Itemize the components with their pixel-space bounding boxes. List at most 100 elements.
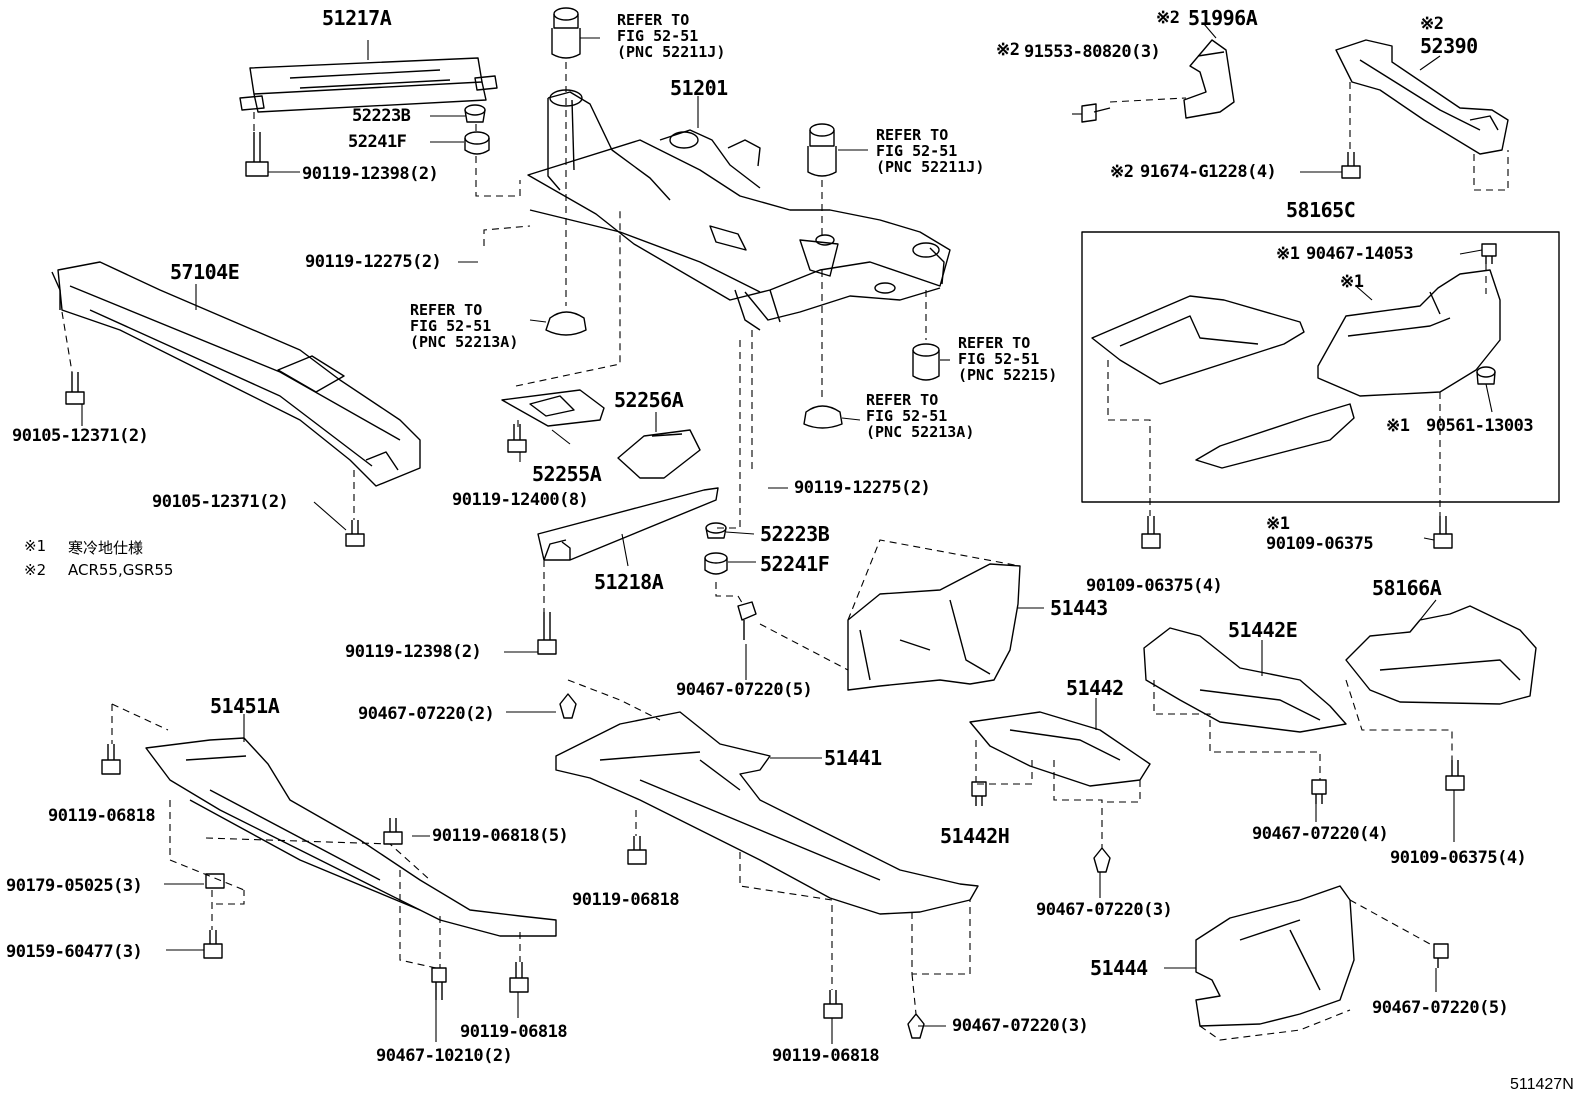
- cover-51441: [555, 711, 979, 915]
- clip-90467-07220-5b: [1433, 943, 1449, 968]
- clip-90467-07220-4: [1311, 779, 1327, 804]
- label-51217A: 51217A: [322, 6, 392, 30]
- bracket-51996A: [1183, 39, 1235, 119]
- clip-90561-13003: [1476, 366, 1496, 385]
- label-51444: 51444: [1090, 956, 1148, 980]
- member-57104E: [51, 261, 421, 487]
- label-90119-12275-a: 90119-12275(2): [305, 252, 442, 272]
- label-51442: 51442: [1066, 676, 1124, 700]
- label-90119-12400: 90119-12400(8): [452, 490, 589, 510]
- bolt-90109-06375-c: [1445, 760, 1465, 791]
- note-2-mark: ※2: [24, 561, 47, 579]
- mark-51996A: ※2: [1156, 8, 1180, 28]
- mount-52215: [912, 343, 940, 381]
- mount-52211J-left: [551, 7, 581, 59]
- reinforcement-51217A: [239, 57, 498, 113]
- label-90119-06818-5: 90119-06818(5): [432, 826, 569, 846]
- label-52241F-lower: 52241F: [760, 552, 830, 576]
- bolt-90109-06375-b: [1433, 516, 1453, 549]
- label-90179-05025: 90179-05025(3): [6, 876, 143, 896]
- label-52223B-upper: 52223B: [352, 106, 411, 126]
- cover-58166A: [1345, 605, 1537, 705]
- bolt-90119-12400: [507, 424, 527, 453]
- bolt-91553-80820: [1081, 103, 1111, 123]
- label-51442H: 51442H: [940, 824, 1010, 848]
- bushing-52241F-upper: [464, 131, 490, 155]
- mark-90467-14053: ※1: [1276, 244, 1300, 264]
- cover-51442E: [1143, 627, 1347, 733]
- bolt-90119-06818-left: [101, 744, 121, 775]
- label-52256A: 52256A: [614, 388, 684, 412]
- note-1-mark: ※1: [24, 537, 47, 555]
- bolt-90119-06818-5: [383, 818, 403, 845]
- clip-51442H: [971, 781, 987, 806]
- label-51451A: 51451A: [210, 694, 280, 718]
- bracket-52255A: [501, 389, 605, 427]
- bushing-52223B-upper: [464, 104, 486, 123]
- label-52255A: 52255A: [532, 462, 602, 486]
- label-90119-12398-upper: 90119-12398(2): [302, 164, 439, 184]
- label-90109-06375-b: 90109-06375: [1266, 534, 1374, 554]
- clip-90467-07220-2: [559, 693, 577, 719]
- refer-to-52213A-right: REFER TO FIG 52-51 (PNC 52213A): [866, 391, 975, 441]
- clip-90467-07220-3a: [1093, 847, 1111, 873]
- clip-90467-10210: [431, 967, 447, 1000]
- bushing-52223B-lower: [705, 522, 727, 539]
- clip-90467-07220-3b: [907, 1013, 925, 1039]
- bracket-52256A: [617, 429, 701, 479]
- label-52223B-lower: 52223B: [760, 522, 830, 546]
- label-90467-14053: 90467-14053: [1306, 244, 1414, 264]
- label-90467-07220-4: 90467-07220(4): [1252, 824, 1389, 844]
- cover-right-58165C: [1317, 269, 1501, 397]
- cover-lower-58165C: [1195, 403, 1355, 469]
- refer-to-52213A-left: REFER TO FIG 52-51 (PNC 52213A): [410, 301, 519, 351]
- mark-90561-13003: ※1: [1386, 416, 1410, 436]
- cover-51442: [969, 711, 1151, 787]
- assembly-lines: [61, 62, 1509, 1041]
- bolt-90467-14053: [1481, 243, 1497, 264]
- bolt-90159-60477: [203, 930, 223, 959]
- bolt-90119-06818-c: [509, 962, 529, 993]
- label-90119-06818-d: 90119-06818: [772, 1046, 880, 1066]
- label-91674-G1228: 91674-G1228(4): [1140, 162, 1277, 182]
- mark-91674-G1228: ※2: [1110, 162, 1134, 182]
- cover-51443: [847, 563, 1021, 691]
- label-90159-60477: 90159-60477(3): [6, 942, 143, 962]
- label-90467-10210: 90467-10210(2): [376, 1046, 513, 1066]
- label-57104E: 57104E: [170, 260, 240, 284]
- crossmember-51201: [527, 89, 951, 331]
- mark-91553-80820: ※2: [996, 40, 1020, 60]
- label-52390: 52390: [1420, 34, 1478, 58]
- label-90467-07220-5b: 90467-07220(5): [1372, 998, 1509, 1018]
- bolt-90119-12398-upper: [245, 132, 269, 177]
- bolt-90119-06818-d: [823, 990, 843, 1019]
- note-1-text: 寒冷地仕様: [68, 539, 144, 557]
- bushing-52241F-lower: [704, 552, 728, 575]
- label-90467-07220-3b: 90467-07220(3): [952, 1016, 1089, 1036]
- mark-90109-06375-b: ※1: [1266, 514, 1290, 534]
- nut-90179-05025: [205, 873, 225, 889]
- label-52241F-upper: 52241F: [348, 132, 407, 152]
- label-51996A: 51996A: [1188, 6, 1258, 30]
- cover-51444: [1195, 885, 1355, 1027]
- label-90467-07220-5a: 90467-07220(5): [676, 680, 813, 700]
- label-51442E: 51442E: [1228, 618, 1298, 642]
- kit-box-58165C: [1081, 231, 1560, 503]
- label-91553-80820: 91553-80820(3): [1024, 42, 1161, 62]
- leader-lines: [81, 23, 1493, 1044]
- label-90105-12371-b: 90105-12371(2): [152, 492, 289, 512]
- bolt-90109-06375-a: [1141, 516, 1161, 549]
- note-2-text: ACR55,GSR55: [68, 561, 174, 579]
- mark-58165C-sub: ※1: [1340, 272, 1364, 292]
- mount-52213A-left: [545, 311, 587, 336]
- clip-90467-07220-5a: [737, 601, 757, 640]
- label-51443: 51443: [1050, 596, 1108, 620]
- label-51218A: 51218A: [594, 570, 664, 594]
- cover-left-58165C: [1091, 295, 1305, 385]
- label-90467-07220-2: 90467-07220(2): [358, 704, 495, 724]
- label-90119-06818-a: 90119-06818: [48, 806, 156, 826]
- label-51201: 51201: [670, 76, 728, 100]
- label-51441: 51441: [824, 746, 882, 770]
- mount-52211J-right: [807, 123, 837, 177]
